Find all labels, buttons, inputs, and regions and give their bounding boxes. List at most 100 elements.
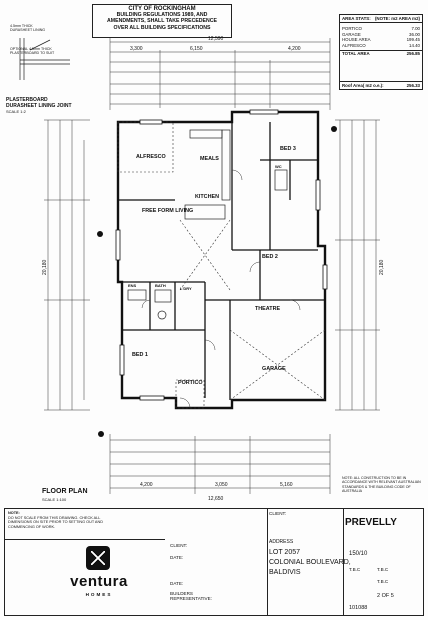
bottom-dimension-lines <box>109 434 331 494</box>
builder-rep-label: BUILDERS REPRESENTATIVE: <box>170 591 212 601</box>
roof-area-row: Roof Area( m2 o.e.): 256.33 <box>340 81 422 89</box>
sheet-number: 2 OF 5 <box>377 593 394 599</box>
dashed-outlines <box>117 121 326 409</box>
area-stats-table: AREA STATS: (NOTE: m2 AREA m2) PORTICO 7… <box>339 14 423 90</box>
client-label: CLIENT: <box>170 543 188 548</box>
brand-wordmark: ventura <box>70 573 128 590</box>
brand-sub: HOMES <box>85 592 113 597</box>
area-stats-header: AREA STATS: (NOTE: m2 AREA m2) <box>340 15 422 23</box>
drawing-note: NOTE: DO NOT SCALE FROM THIS DRAWING. CH… <box>8 511 118 529</box>
lining-note: 4.5mm THICK DURASHEET LINING OPTIONAL 4.… <box>10 24 80 56</box>
council-stamp: CITY OF ROCKINGHAM BUILDING REGULATIONS … <box>92 4 232 38</box>
floor-plan-scale: SCALE 1:100 <box>42 497 67 502</box>
address-line-2: COLONIAL BOULEVARD, <box>269 559 351 566</box>
area-row: HOUSE AREA 199.45 <box>340 37 422 43</box>
area-row-value: 7.00 <box>411 26 420 31</box>
lining-note-line: DURASHEET LINING <box>10 28 46 33</box>
job-number: 101088 <box>349 605 368 611</box>
address-line-1: LOT 2057 <box>269 549 301 556</box>
room-kitchen: KITCHEN <box>195 194 219 200</box>
tb-divider <box>267 509 268 615</box>
drawing-note-text: DO NOT SCALE FROM THIS DRAWING. CHECK AL… <box>8 515 103 529</box>
area-row-label: GARAGE <box>342 31 361 37</box>
stamp-line-2: BUILDING REGULATIONS 1989, AND <box>116 12 208 19</box>
internal-walls <box>118 122 325 400</box>
tbc-field: T.B.C <box>377 567 389 572</box>
dim-right-overall: 20,180 <box>379 259 385 275</box>
windows <box>115 109 328 401</box>
room-bed2: BED 2 <box>262 254 278 260</box>
floor-plan-drawing: 12,590 3,300 6,150 4,200 12,650 4,200 3,… <box>42 36 385 502</box>
dim-bottom-a: 4,200 <box>140 482 153 488</box>
drawing-note-title: NOTE: <box>8 511 20 515</box>
tb-divider <box>5 539 165 540</box>
dim-top-b: 6,150 <box>190 46 203 52</box>
area-total-row: TOTAL AREA 256.85 <box>340 50 422 57</box>
roof-area-value: 256.33 <box>406 83 420 88</box>
plaster-title: PLASTERBOARD <box>6 97 48 103</box>
dim-top-c: 4,200 <box>288 46 301 52</box>
door-swings <box>141 169 301 409</box>
address-label: ADDRESS <box>269 539 294 545</box>
left-dimension-lines <box>44 119 90 411</box>
room-living: FREE FORM LIVING <box>142 208 193 214</box>
area-stats-title: AREA STATS: <box>342 16 371 21</box>
room-portico: PORTICO <box>178 380 203 386</box>
room-laundry: L'DRY <box>180 286 192 291</box>
room-labels: ALFRESCO MEALS KITCHEN FREE FORM LIVING … <box>128 146 296 386</box>
stamp-line-4: OVER ALL BUILDING SPECIFICATIONS <box>113 24 211 31</box>
tbc-field: T.B.C <box>377 579 389 584</box>
tb-divider <box>343 509 344 615</box>
floor-plan-label: FLOOR PLAN <box>42 488 88 495</box>
ventura-v-icon <box>86 546 110 570</box>
section-markers <box>97 126 337 437</box>
room-theatre: THEATRE <box>255 306 280 312</box>
room-bed3: BED 3 <box>280 146 296 152</box>
plasterboard-detail-title: PLASTERBOARD DURASHEET LINING JOINT SCAL… <box>6 97 72 115</box>
area-row-value: 14.40 <box>409 42 420 48</box>
area-row-label: ALFRESCO <box>342 42 366 48</box>
area-total-value: 256.85 <box>406 51 420 57</box>
area-total-label: TOTAL AREA <box>342 51 370 57</box>
tbc-field: T.B.C <box>349 567 361 572</box>
address-line-3: BALDIVIS <box>269 569 301 576</box>
area-row-value: 36.00 <box>409 31 420 37</box>
dim-left-overall: 20,180 <box>42 259 48 275</box>
room-meals: MEALS <box>200 156 219 162</box>
lining-note-line: OPTIONAL 4.5mm THICK PLASTERBOARD TO SUI… <box>10 46 55 56</box>
dim-top-a: 3,300 <box>130 46 143 52</box>
date-label: DATE: <box>170 581 184 586</box>
roof-area-label: Roof Area( m2 o.e.): <box>342 83 384 88</box>
area-row-label: PORTICO <box>342 26 362 31</box>
lining-note-line: 4.5mm THICK <box>10 24 33 28</box>
dim-top-overall: 12,590 <box>208 36 224 42</box>
kitchen-fittings <box>127 129 288 320</box>
design-name: PREVELLY <box>345 517 397 528</box>
area-row-label: HOUSE AREA <box>342 37 371 43</box>
stamp-line-3: AMENDMENTS, SHALL TAKE PRECEDENCE <box>107 18 217 25</box>
area-row-value: 199.45 <box>406 37 420 43</box>
room-alfresco: ALFRESCO <box>136 154 166 160</box>
design-code: 150/10 <box>349 551 368 557</box>
room-bed1: BED 1 <box>132 352 148 358</box>
dim-bottom-b: 3,050 <box>215 482 228 488</box>
plaster-scale: SCALE 1:2 <box>6 109 26 114</box>
ventura-logo: ventura HOMES <box>58 546 140 606</box>
room-wc: WC <box>275 164 282 169</box>
lining-detail-sketch <box>19 38 70 80</box>
client-label: CLIENT: <box>269 511 287 516</box>
room-bath: BATH <box>155 283 166 288</box>
construction-note: NOTE: ALL CONSTRUCTION TO BE IN ACCORDAN… <box>342 476 421 494</box>
area-row: ALFRESCO 14.40 <box>340 43 422 49</box>
area-stats-note: (NOTE: m2 AREA m2) <box>374 16 420 21</box>
right-dimension-lines <box>335 119 380 411</box>
dimension-labels: 12,590 3,300 6,150 4,200 12,650 4,200 3,… <box>42 36 385 502</box>
room-ens: ENS <box>128 283 137 288</box>
title-block: NOTE: DO NOT SCALE FROM THIS DRAWING. CH… <box>4 508 424 616</box>
area-row: GARAGE 36.00 <box>340 32 422 38</box>
dim-bottom-c: 5,160 <box>280 482 293 488</box>
room-garage: GARAGE <box>262 366 286 372</box>
plaster-sub: DURASHEET LINING JOINT <box>6 103 72 109</box>
top-dimension-lines <box>109 38 331 110</box>
